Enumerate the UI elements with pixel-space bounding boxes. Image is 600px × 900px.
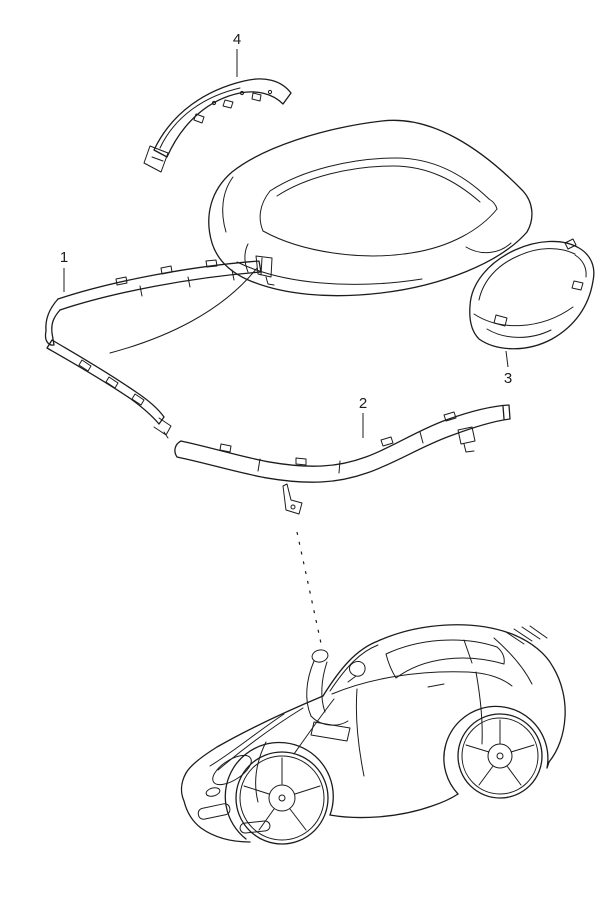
end-bracket (457, 426, 476, 453)
cushion-outline (208, 119, 533, 297)
hub-center (278, 794, 286, 802)
part-detail (159, 87, 241, 149)
fold-detail (244, 243, 249, 273)
rocker-panel (329, 793, 459, 819)
callout-label-3: 3 (504, 370, 512, 387)
end-cap (143, 145, 169, 173)
fender-line (293, 698, 335, 755)
panel-contour (486, 328, 552, 338)
bracket-foot (282, 483, 303, 515)
callout-label-4: 4 (233, 31, 241, 48)
clip (115, 259, 218, 286)
panel-outline (469, 240, 595, 350)
cushion-stitch-line (276, 165, 481, 203)
wheel-spokes (465, 719, 535, 786)
wire (109, 267, 258, 354)
cushion-front-seam (262, 208, 498, 257)
bolster-line (236, 261, 423, 285)
car-roofline (322, 624, 566, 763)
car-illustration (180, 624, 566, 845)
side-mirror (347, 660, 366, 683)
clip (193, 92, 262, 124)
door-handle (427, 683, 445, 688)
bumper-intake (197, 803, 231, 820)
callout-2: 2 (359, 395, 367, 438)
rail-band (174, 404, 511, 483)
tire-outer (457, 713, 543, 799)
left-bend (44, 298, 61, 346)
clip (219, 411, 457, 466)
hub-center (496, 752, 504, 760)
panel-inner-line (478, 248, 576, 301)
callout-3: 3 (504, 350, 512, 387)
fastener-hole (211, 100, 217, 106)
wheel-hub (268, 784, 296, 812)
upper-rail (57, 260, 262, 311)
rear-deck-vents (505, 625, 548, 645)
piping-detail (465, 242, 512, 254)
panel-bracket (571, 254, 587, 291)
callout-label-2: 2 (359, 395, 367, 412)
engine-lid-seam (493, 637, 533, 685)
rear-wheel (457, 713, 543, 799)
part-outline (153, 78, 292, 158)
reference-dashed-line (296, 531, 323, 649)
part-1-trim-frame (44, 255, 275, 439)
fastener-hole (239, 90, 245, 96)
panel-seam (473, 306, 574, 327)
door-front-seam (355, 688, 365, 777)
callout-1: 1 (60, 249, 68, 292)
rail-tick (139, 269, 235, 297)
interior-seat-hint (306, 649, 351, 742)
b-pillar (463, 639, 473, 664)
rail-tick (257, 431, 424, 474)
hood-crease (209, 707, 304, 771)
side-bolster-line (222, 176, 234, 233)
wheel-spokes (243, 757, 321, 831)
door-rear-seam (475, 671, 483, 745)
rim-edge (461, 717, 539, 795)
windshield-edge (329, 644, 379, 692)
part-4-trim-strip (143, 78, 292, 173)
rim-edge (239, 755, 325, 841)
lower-rail (46, 339, 165, 425)
bracket-hole (290, 504, 296, 510)
seat-base-frame (310, 721, 351, 742)
side-glass (385, 639, 505, 679)
panel-slot (493, 314, 508, 327)
rail-slot (78, 359, 145, 406)
beltline (331, 671, 513, 695)
seat-backrest (306, 660, 328, 717)
part-3-side-panel (469, 238, 595, 350)
fog-light (205, 787, 221, 797)
callout-label-1: 1 (60, 249, 68, 266)
headlight (212, 754, 252, 786)
seat-cushion-drawing (208, 119, 533, 297)
tire-outer (235, 751, 329, 845)
panel-tab (564, 238, 577, 250)
fender-seam (255, 741, 267, 803)
fastener-hole (267, 89, 273, 95)
callout-4: 4 (233, 31, 241, 77)
car-hood-front (180, 695, 324, 843)
cushion-center-seam (269, 157, 490, 200)
seam-connector (259, 190, 498, 232)
bumper-intake (239, 820, 271, 834)
callout-leader-3 (505, 350, 509, 368)
wheel-hub (487, 743, 513, 769)
rail-foot (153, 417, 172, 439)
front-wheel (235, 751, 329, 845)
seat-cushion-profile (310, 715, 349, 726)
part-2-trim-rail (174, 404, 511, 515)
seat-headrest (311, 649, 329, 663)
rear-wheel-arch (443, 705, 550, 795)
